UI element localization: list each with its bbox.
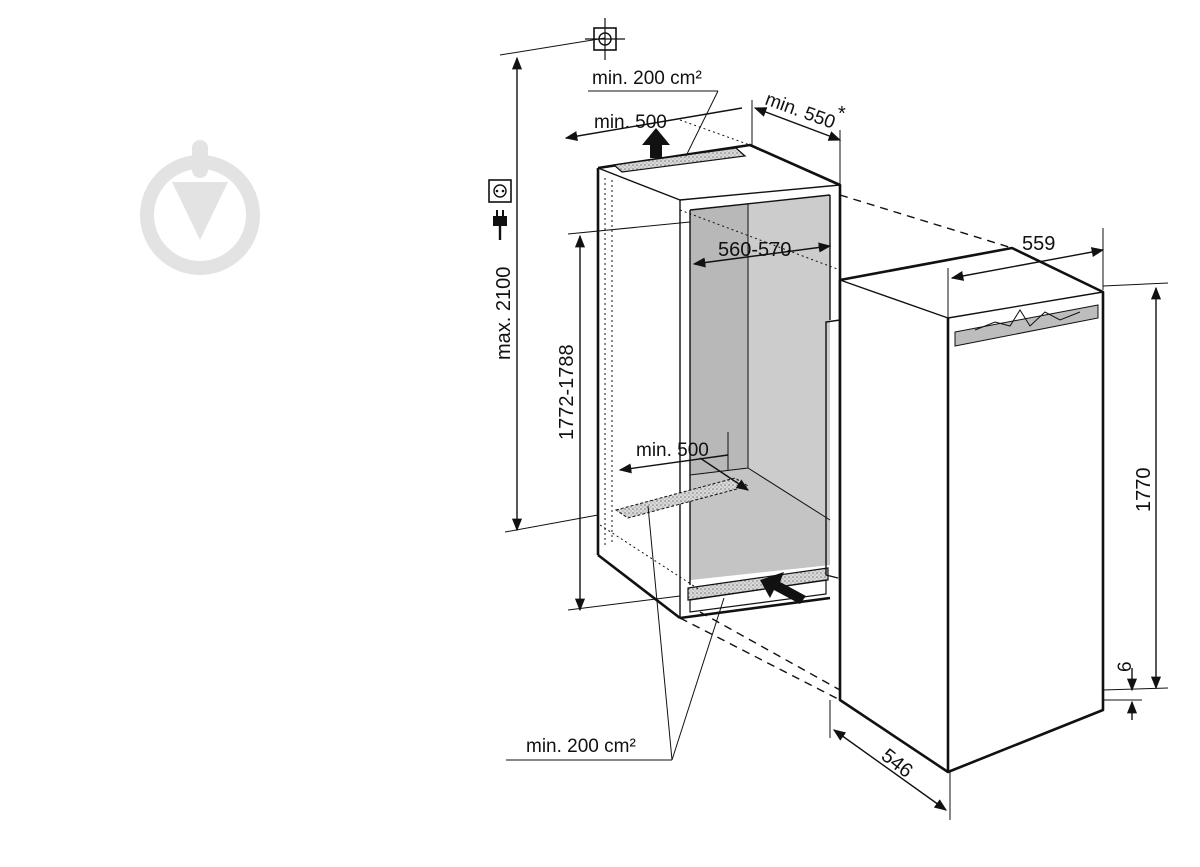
vent-bottom-depth-label: min. 500 (636, 440, 709, 461)
dim-niche-height: 1772-1788 (556, 221, 691, 612)
appliance-height-label: 1770 (1133, 468, 1155, 513)
dim-vent-bottom-depth: min. 500 (618, 432, 750, 491)
download-arrow-watermark-icon (140, 140, 260, 275)
power-socket-icon (488, 179, 512, 203)
dim-appliance-height: 1770 (1102, 282, 1169, 691)
max-height-label: max. 2100 (493, 267, 515, 360)
appliance-width-label: 559 (1022, 233, 1055, 255)
door-handle (954, 304, 1099, 347)
vent-bottom-area-label: min. 200 cm² (526, 736, 636, 757)
dim-max-height: max. 2100 (493, 37, 606, 533)
dim-niche-width: 560-570 (692, 239, 832, 268)
cabinet-depth-label: min. 550 (762, 89, 838, 134)
crosshair-target-icon (585, 18, 625, 60)
appliance-depth-label: 546 (877, 745, 917, 783)
dim-cabinet-depth: min. 550 * (751, 89, 846, 185)
asterisk-label: * (838, 103, 846, 125)
dim-vent-bottom: min. 200 cm² (506, 505, 806, 761)
airflow-in-arrow (760, 572, 806, 604)
power-plug-icon (493, 210, 507, 240)
base-gap-label: 6 (1115, 661, 1136, 672)
vent-top-depth-label: min. 500 (594, 112, 667, 133)
projection-lines (599, 194, 1013, 701)
niche-height-label: 1772-1788 (556, 344, 578, 440)
appliance-fridge (825, 246, 1105, 774)
vent-top-area-label: min. 200 cm² (592, 68, 702, 89)
dim-base-gap: 6 (1103, 661, 1142, 720)
dim-appliance-width: 559 (947, 228, 1105, 318)
dim-vent-top: min. 200 cm² min. 500 (564, 68, 751, 158)
niche-width-label: 560-570 (718, 239, 791, 261)
airflow-up-arrow (642, 128, 670, 158)
